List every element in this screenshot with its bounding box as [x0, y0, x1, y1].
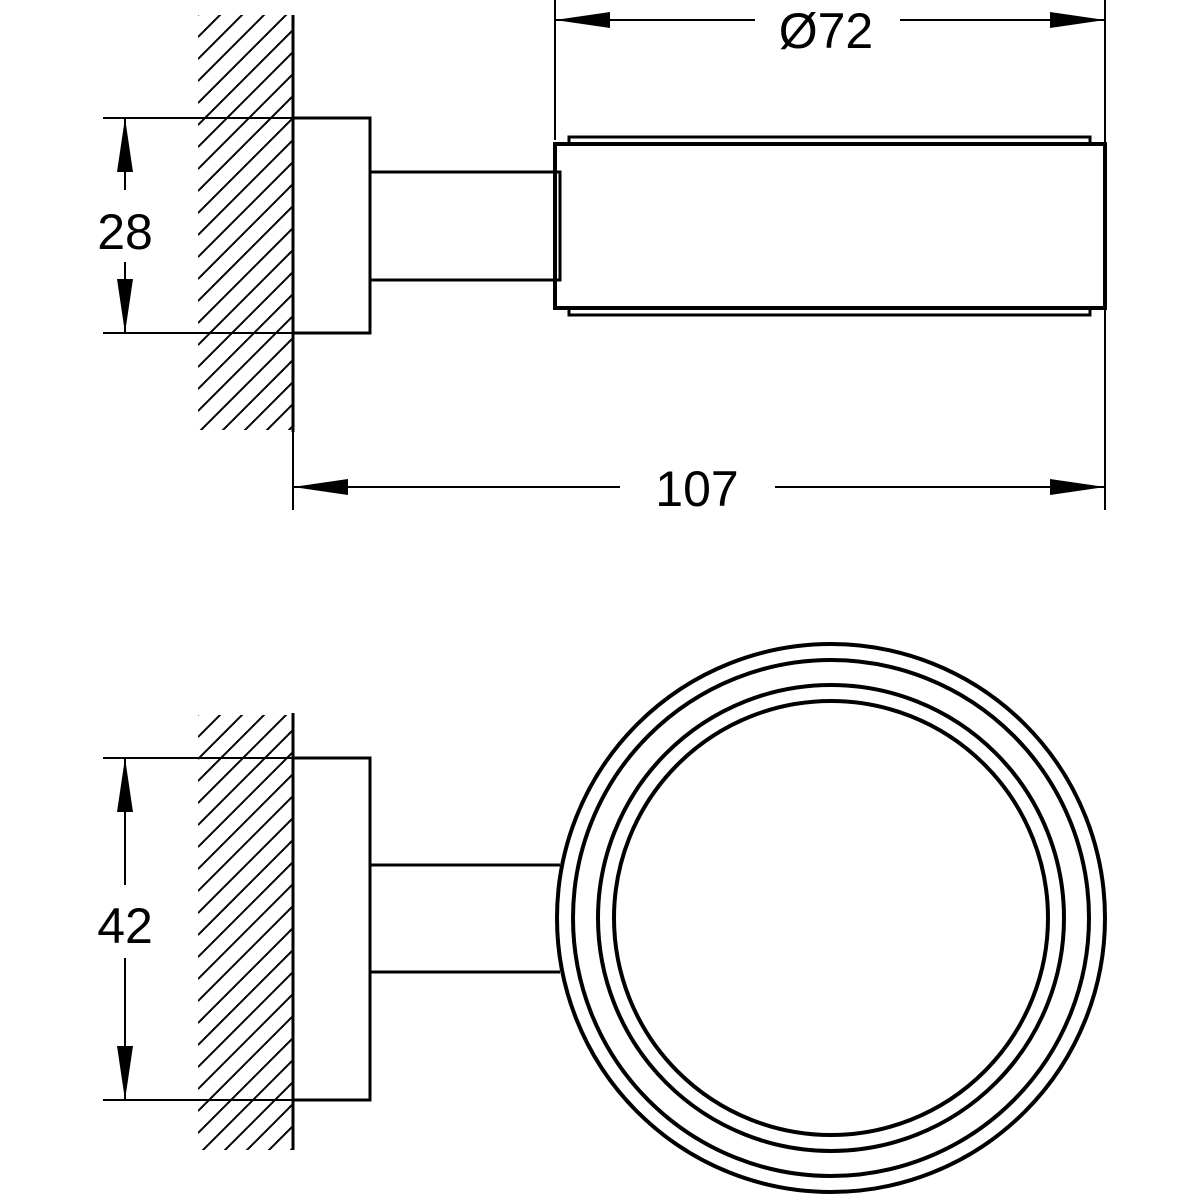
- hatch-line: [198, 839, 293, 936]
- arrow-icon: [117, 1046, 133, 1100]
- hatch-line: [198, 227, 293, 324]
- holder-top-lip: [567, 135, 1092, 144]
- hatch-line: [198, 715, 200, 716]
- hatch-line: [198, 15, 222, 38]
- hatch-line: [198, 715, 288, 804]
- holder-ring: [596, 683, 1066, 1153]
- arrow-icon: [1050, 12, 1105, 28]
- hatch-line: [198, 183, 293, 280]
- hatch-line: [198, 971, 293, 1068]
- hatch-line: [198, 927, 293, 1024]
- side-view: Ø72 28 107: [97, 0, 1107, 517]
- hatch-line: [198, 51, 293, 148]
- hatch-line: [198, 139, 293, 236]
- hatch-line: [198, 751, 293, 848]
- hatch-line: [201, 1059, 293, 1150]
- arrow-icon: [1050, 479, 1105, 495]
- hatch-line: [198, 205, 293, 302]
- hatch-line: [198, 949, 293, 1046]
- hatch-line: [198, 95, 293, 192]
- holder-inner-ring: [612, 699, 1050, 1137]
- hatch-line: [198, 15, 266, 82]
- holder-bottom-lip: [567, 308, 1092, 317]
- hatch-line: [287, 425, 293, 430]
- hatch-line: [198, 905, 293, 1002]
- arm: [368, 170, 562, 282]
- hatch-line: [198, 15, 244, 60]
- hatch-line: [198, 15, 200, 16]
- wall-plate: [291, 116, 372, 335]
- hatch-line: [198, 293, 293, 390]
- hatch-line: [198, 715, 244, 760]
- depth-label: 107: [655, 461, 738, 517]
- hatch-line: [223, 1081, 293, 1150]
- hatch-line: [198, 117, 293, 214]
- hatch-line: [198, 993, 293, 1090]
- hatch-line: [265, 403, 293, 430]
- diameter-label: Ø72: [779, 3, 874, 59]
- hatch-line: [198, 249, 293, 346]
- hatch-line: [267, 1125, 293, 1150]
- hatch-line: [198, 883, 293, 980]
- arrow-icon: [293, 479, 348, 495]
- arrow-icon: [117, 758, 133, 812]
- hatch-line: [199, 337, 293, 430]
- hatch-line: [198, 715, 222, 738]
- hatch-line: [243, 381, 293, 430]
- wall-plate: [291, 756, 372, 1102]
- hatch-line: [198, 73, 293, 170]
- hatch-line: [198, 315, 293, 412]
- holder-outer-ring: [555, 642, 1107, 1194]
- hatch-line: [198, 1037, 293, 1134]
- hatch-line: [198, 773, 293, 870]
- height-label: 42: [97, 898, 153, 954]
- hatch-line: [198, 715, 266, 782]
- hatch-line: [198, 861, 293, 958]
- hatch-line: [198, 729, 293, 826]
- top-view: 42: [97, 642, 1107, 1194]
- arrow-icon: [117, 118, 133, 172]
- hatch-line: [289, 1147, 293, 1150]
- hatch-line: [245, 1103, 293, 1150]
- hatch-line: [198, 15, 288, 104]
- height-label: 28: [97, 204, 153, 260]
- hatch-line: [198, 795, 293, 892]
- arrow-icon: [117, 279, 133, 333]
- arrow-icon: [555, 12, 610, 28]
- holder-body: [553, 142, 1107, 310]
- hatch-line: [198, 817, 293, 914]
- hatch-line: [198, 161, 293, 258]
- wall-hatching: [198, 15, 293, 430]
- hatch-line: [198, 271, 293, 368]
- hatch-line: [198, 29, 293, 126]
- wall-hatching: [198, 715, 293, 1150]
- holder-ring: [571, 658, 1091, 1178]
- hatch-line: [198, 1015, 293, 1112]
- hatch-line: [221, 359, 293, 430]
